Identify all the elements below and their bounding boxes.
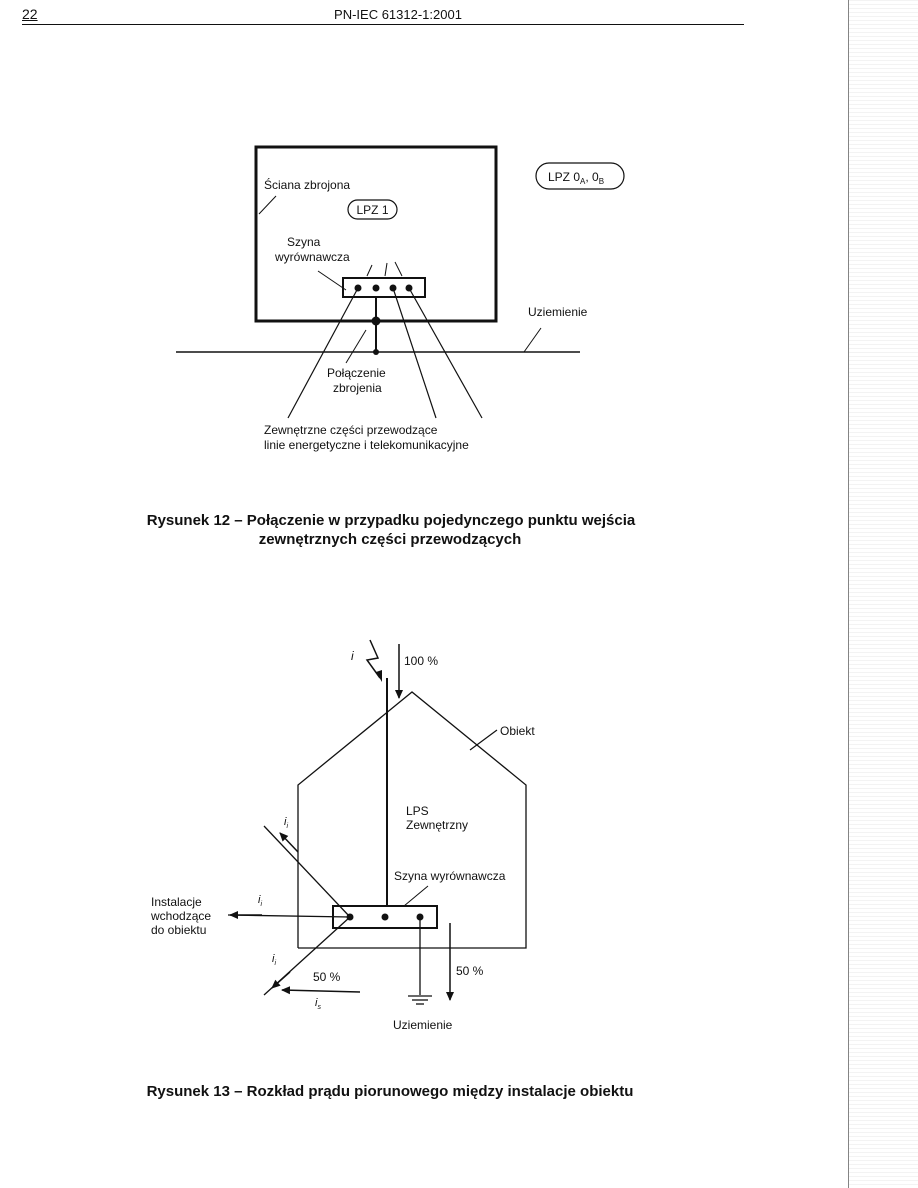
fifty-right-label: 50 % [456,964,484,978]
lightning-bolt-icon [365,639,381,679]
bar-leader-4 [394,261,403,277]
middle-current-label: ii [258,894,262,908]
figure-13-caption: Rysunek 13 – Rozkład prądu piorunowego m… [0,1082,780,1101]
bar-label: Szyna wyrównawcza [394,869,506,883]
bar-leader [403,885,429,907]
lpz1-bubble [347,199,398,220]
is-current-label: is [315,997,321,1011]
bar-label-line2: wyrównawcza [274,250,350,264]
lower-current-arrow [271,971,291,989]
fifty-left-label: 50 % [313,970,341,984]
building-outline [297,691,527,949]
rebar-leader [345,329,367,364]
object-label: Obiekt [500,724,535,738]
rebar-bond-point [371,316,381,326]
object-leader [469,729,498,751]
figure-12-caption: Rysunek 12 – Połączenie w przypadku poje… [0,511,780,549]
bar-leader-1 [317,270,347,291]
figure-12-caption-line2: zewnętrznych części przewodzących [258,531,522,548]
bar-terminal-3 [416,913,424,921]
wall-label: Ściana zbrojona [264,177,350,192]
figure-12-caption-line1: Rysunek 12 – Połączenie w przypadku poje… [146,512,636,529]
external-parts-label-line1: Zewnętrzne części przewodzące [264,423,438,437]
lps-label-line2: Zewnętrzny [406,818,468,832]
lightning-bolt-tip [376,670,382,682]
rebar-label-line1: Połączenie [327,366,386,380]
installations-label-line2: wchodzące [150,909,211,923]
installations-label-line3: do obiektu [151,923,206,937]
hundred-percent-label: 100 % [404,654,438,668]
lpz0-bubble [535,162,625,190]
fifty-left-arrow [281,986,361,995]
service-line-upper [263,825,351,918]
external-line-4 [408,287,483,419]
page-header: 22 PN-IEC 61312-1:2001 [22,6,744,25]
earthing-label: Uziemienie [393,1018,453,1032]
figure-13-diagram: i 100 % Obiekt LPS Zewnętrzny Szyna wyró… [150,639,535,1032]
wall-leader [258,195,277,215]
upper-current-arrow [279,832,299,853]
external-parts-label-line2: linie energetyczne i telekomunikacyjne [264,438,469,452]
lpz0-label: LPZ 0A, 0B [548,170,604,186]
earthing-leader [523,327,542,353]
rebar-label-line2: zbrojenia [333,381,382,395]
bar-terminal-2 [372,284,380,292]
bar-leader-3 [384,262,388,277]
external-line-1 [287,287,359,419]
installations-label-line1: Instalacje [151,895,202,909]
lightning-current-label: i [351,649,354,663]
lps-label-line1: LPS [406,804,429,818]
external-line-3 [392,287,437,419]
lpz1-label: LPZ 1 [356,203,388,217]
scan-edge [848,0,918,1188]
bar-label-line1: Szyna [287,235,321,249]
earthing-label: Uziemienie [528,305,588,319]
upper-current-label: ii [284,816,288,830]
bar-terminal-2 [381,913,389,921]
bar-leader-2 [366,264,373,277]
figure-12-diagram: LPZ 1 LPZ 0A, 0B Ściana zbrojona Szyna w… [176,145,625,452]
ground-bond-point [373,349,379,355]
figure-13-caption-line: Rysunek 13 – Rozkład prądu piorunowego m… [146,1083,634,1100]
lower-current-label: ii [272,953,276,967]
standard-id: PN-IEC 61312-1:2001 [334,7,462,22]
page-number: 22 [22,6,38,22]
